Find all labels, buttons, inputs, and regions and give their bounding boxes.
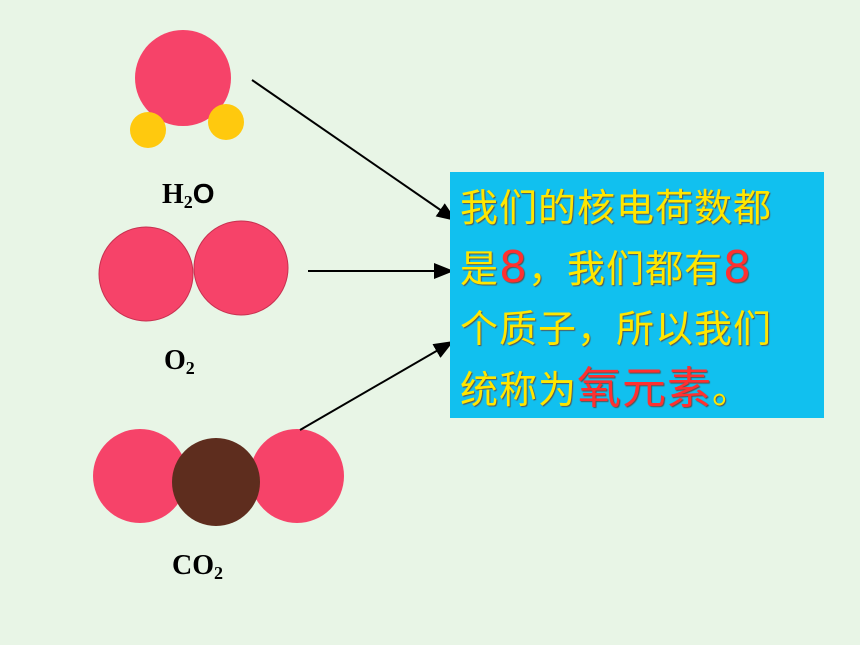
co2-oxygen-atom-left <box>93 429 187 523</box>
textbox-line-4: 统称为氧元素。 <box>460 359 816 418</box>
o2-oxygen-atom-left <box>98 226 194 322</box>
h2o-oxygen-atom <box>135 30 231 126</box>
o2-label-sub: 2 <box>185 358 195 378</box>
co2-label-main: CO <box>172 550 214 581</box>
o2-label-main: O <box>164 345 186 376</box>
nuclear-charge-number: 8 <box>499 242 529 293</box>
textbox-line-2-b: ，我们都有 <box>528 247 724 291</box>
co2-carbon-atom <box>172 438 260 526</box>
h2o-hydrogen-atom-right <box>208 104 244 140</box>
textbox-line-2-a: 是 <box>460 247 500 291</box>
arrow-co2 <box>299 340 454 431</box>
explanation-textbox: 我们的核电荷数都 是8，我们都有8 个质子，所以我们 统称为氧元素。 <box>450 172 824 418</box>
co2-label-sub: 2 <box>214 563 223 583</box>
o2-oxygen-atom-right <box>193 220 289 316</box>
textbox-line-1: 我们的核电荷数都 <box>460 186 773 230</box>
textbox-line-3: 个质子，所以我们 <box>460 307 773 351</box>
proton-count-number: 8 <box>723 242 753 293</box>
h2o-label-sub: 2 <box>183 192 193 212</box>
h2o-hydrogen-atom-left <box>130 112 166 148</box>
textbox-line-2: 是8，我们都有8 <box>460 238 816 299</box>
co2-oxygen-atom-right <box>250 429 344 523</box>
co2-molecule <box>93 429 344 526</box>
h2o-label: H2O <box>162 178 215 212</box>
h2o-label-tail: O <box>192 178 215 209</box>
o2-label: O2 <box>164 345 195 378</box>
co2-label: CO2 <box>172 550 223 583</box>
arrow-h2o <box>251 79 457 222</box>
o2-molecule <box>98 220 289 322</box>
textbox-line-4-a: 统称为 <box>460 368 578 412</box>
textbox-line-4-end: 。 <box>712 368 752 412</box>
oxygen-element-term: 氧元素 <box>577 363 713 414</box>
h2o-molecule <box>130 30 244 148</box>
h2o-label-main: H <box>162 179 184 210</box>
